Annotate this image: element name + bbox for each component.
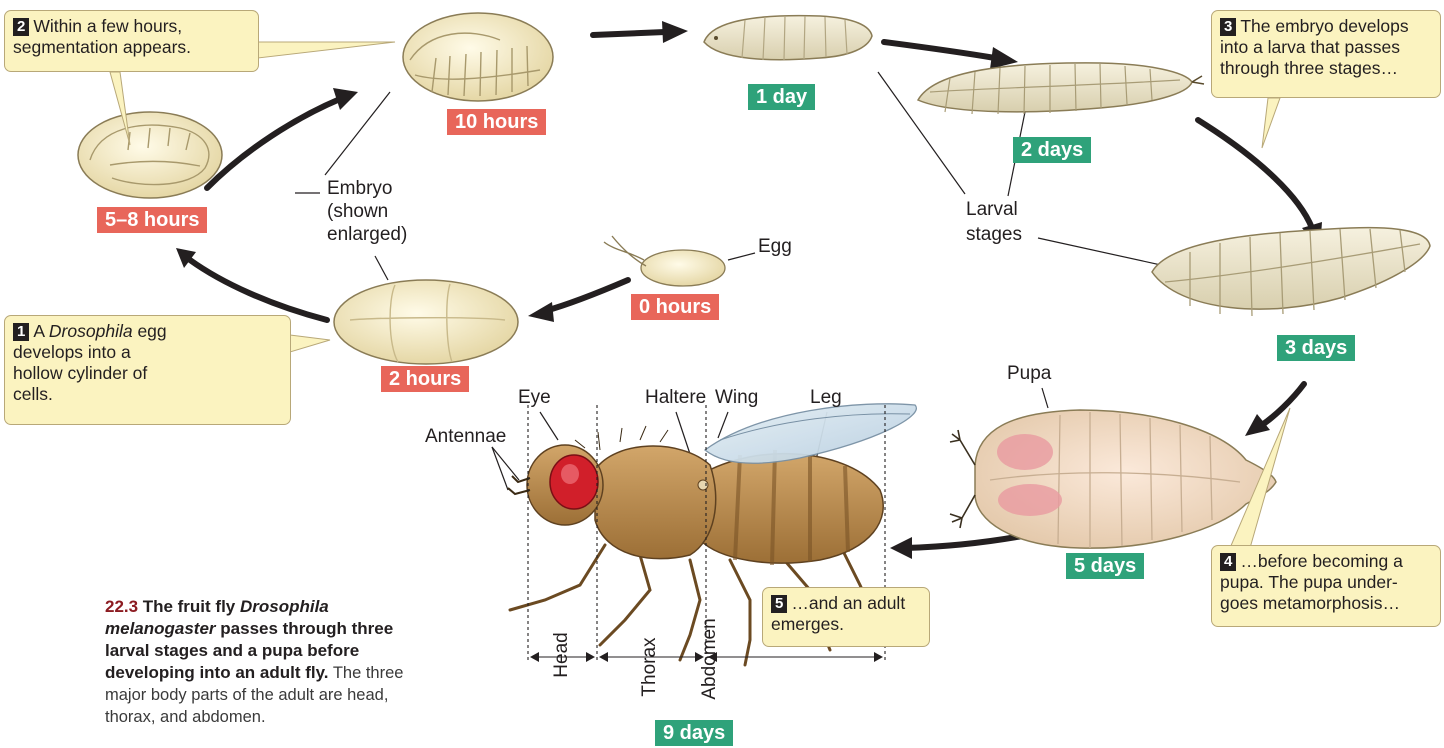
wing-label: Wing bbox=[715, 386, 758, 409]
time-badge-5-days: 5 days bbox=[1066, 553, 1144, 579]
antennae-label: Antennae bbox=[425, 425, 506, 448]
arrowhead-to-9days bbox=[890, 537, 912, 559]
callout-step-4-text: …before becoming a pupa. The pupa under-… bbox=[1220, 551, 1403, 613]
step-number-4: 4 bbox=[1220, 553, 1236, 571]
embryo-label-line-2: (shown bbox=[327, 200, 388, 223]
leader-larval-3days bbox=[1038, 238, 1170, 267]
leader-antenna-1 bbox=[492, 447, 519, 480]
arrowhead-to-1day bbox=[662, 21, 688, 43]
leader-pupa bbox=[1042, 388, 1048, 408]
arrow-3days-to-5days bbox=[1262, 384, 1304, 425]
embryo-10-hours bbox=[403, 13, 553, 101]
arrow-2days-to-3days bbox=[1198, 120, 1312, 228]
leader-antenna-2 bbox=[492, 447, 508, 490]
fly-thorax bbox=[595, 446, 716, 559]
callout-step-2-text: Within a few hours, segmentation appears… bbox=[13, 16, 191, 57]
larval-label-line-1: Larval bbox=[966, 198, 1018, 221]
arrow-0h-to-2h bbox=[545, 280, 628, 311]
larva-1-day bbox=[704, 16, 872, 60]
pupa-label: Pupa bbox=[1007, 362, 1051, 385]
eye-label: Eye bbox=[518, 386, 551, 409]
time-badge-9-days: 9 days bbox=[655, 720, 733, 746]
embryo-5-8-hours bbox=[78, 112, 222, 198]
callout-step-1-italic: Drosophila bbox=[49, 321, 133, 341]
figure-number: 22.3 bbox=[105, 597, 138, 616]
time-badge-1-day: 1 day bbox=[748, 84, 815, 110]
leg-label: Leg bbox=[810, 386, 842, 409]
callout-step-1-text-a: A bbox=[33, 321, 49, 341]
time-badge-10-hours: 10 hours bbox=[447, 109, 546, 135]
time-badge-0-hours: 0 hours bbox=[631, 294, 719, 320]
arrow-10h-to-1day bbox=[593, 32, 665, 35]
leader-wing bbox=[718, 412, 728, 438]
tail-callout-2a bbox=[258, 42, 395, 58]
step-number-1: 1 bbox=[13, 323, 29, 341]
figure-caption: 22.3 The fruit fly Drosophila melanogast… bbox=[105, 596, 425, 728]
callout-step-5-text: …and an adult emerges. bbox=[771, 593, 905, 634]
time-badge-2-days: 2 days bbox=[1013, 137, 1091, 163]
step-number-5: 5 bbox=[771, 595, 787, 613]
tail-callout-1 bbox=[290, 335, 330, 352]
step-number-2: 2 bbox=[13, 18, 29, 36]
callout-step-5: 5…and an adult emerges. bbox=[762, 587, 930, 647]
step-number-3: 3 bbox=[1220, 18, 1236, 36]
fly-abdomen bbox=[700, 454, 883, 563]
tail-callout-3 bbox=[1262, 98, 1280, 148]
pupa-5-days bbox=[950, 410, 1276, 548]
leader-eye bbox=[540, 412, 558, 440]
haltere-label: Haltere bbox=[645, 386, 706, 409]
callout-step-3-text: The embryo develops into a larva that pa… bbox=[1220, 16, 1409, 78]
arrow-2h-to-5-8h bbox=[190, 260, 327, 320]
time-badge-5-8-hours: 5–8 hours bbox=[97, 207, 207, 233]
abdomen-label: Abdomen bbox=[699, 609, 721, 709]
callout-step-4: 4…before becoming a pupa. The pupa under… bbox=[1211, 545, 1441, 627]
arrow-5days-to-9days bbox=[905, 535, 1028, 548]
arrowhead-to-10h bbox=[333, 88, 358, 110]
embryo-label-line-3: enlarged) bbox=[327, 223, 407, 246]
caption-title-a: The fruit fly bbox=[143, 597, 240, 616]
egg-0-hours bbox=[604, 236, 725, 286]
time-badge-3-days: 3 days bbox=[1277, 335, 1355, 361]
arrow-1day-to-2days bbox=[884, 42, 995, 58]
arrowhead-to-2h bbox=[528, 302, 554, 322]
larva-2-days bbox=[918, 63, 1204, 114]
leader-embryo-2h bbox=[375, 256, 388, 280]
larval-label-line-2: stages bbox=[966, 223, 1022, 246]
embryo-label-line-1: Embryo bbox=[327, 177, 392, 200]
arrow-5-8h-to-10h bbox=[207, 99, 340, 188]
egg-label: Egg bbox=[758, 235, 792, 258]
head-label: Head bbox=[551, 625, 573, 685]
larva-3-days bbox=[1152, 228, 1430, 316]
leader-egg bbox=[728, 253, 755, 260]
time-badge-2-hours: 2 hours bbox=[381, 366, 469, 392]
embryo-2-hours bbox=[334, 280, 518, 364]
thorax-label: Thorax bbox=[639, 631, 661, 703]
